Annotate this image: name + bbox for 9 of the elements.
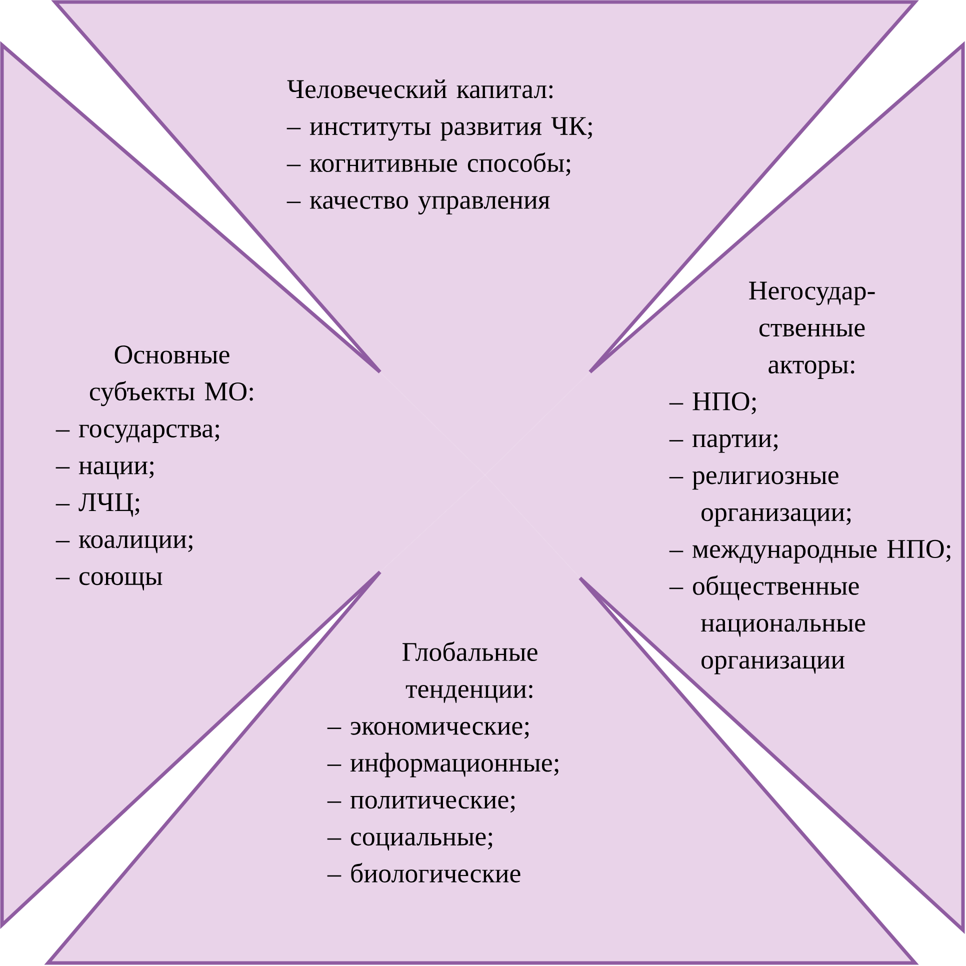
node-label: Негосудар- ственные акторы: bbox=[749, 282, 875, 379]
node-label: – государства; bbox=[56, 424, 219, 444]
node-label: – ЛЧЦ; bbox=[56, 493, 140, 517]
node-label: – коалиции; bbox=[56, 535, 192, 554]
node-label: Основные субъекты МО: bbox=[90, 346, 253, 406]
node-label: – партии; bbox=[669, 434, 778, 453]
node-label: – общественные национальные организации bbox=[669, 575, 866, 674]
node-label: – соющы bbox=[56, 572, 162, 590]
node-label: – НПО; bbox=[669, 392, 756, 414]
